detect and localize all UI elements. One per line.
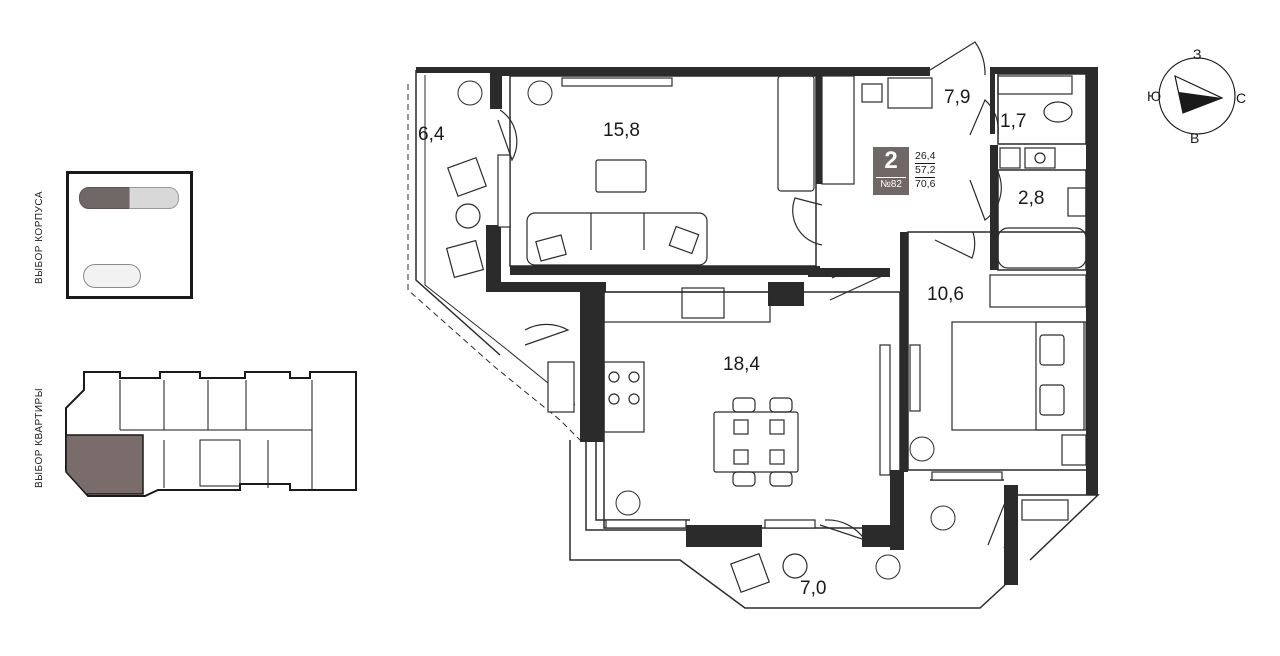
balcony-west [407,70,581,441]
total-area: 57,2 [915,164,936,178]
area-living-room: 15,8 [603,120,640,141]
room-count: 2 [884,147,898,174]
balcony-west-furniture [445,157,487,279]
apartment-number: №82 [876,177,906,192]
area-balcony-south: 7,0 [800,578,827,599]
total-with-balconies: 70,6 [915,178,936,190]
kitchen-furniture [603,287,799,487]
windows [497,77,1069,529]
walls [416,67,1098,585]
area-bathroom: 2,8 [1018,188,1045,209]
area-bedroom: 10,6 [927,284,964,305]
compass-north: С [1236,90,1247,106]
building-3-option[interactable] [83,264,141,288]
living-furniture [526,75,855,266]
compass-east: В [1190,130,1200,146]
compass-south: Ю [1147,88,1162,104]
selected-apartment[interactable] [65,434,144,495]
area-wc: 1,7 [1000,111,1027,132]
living-area: 26,4 [915,150,936,164]
doors [497,41,1010,549]
bath-furniture [861,75,1087,269]
plants [457,80,956,580]
balcony-south-furniture [730,553,808,593]
area-balcony-west: 6,4 [418,124,445,145]
compass-west: З [1193,46,1202,62]
bedroom-furniture [909,274,1087,466]
apartment-badge: 2 №82 [873,147,909,195]
floor-outline [65,371,357,497]
building-selector[interactable] [66,171,193,299]
building-2-option[interactable] [129,187,179,209]
area-kitchen: 18,4 [723,354,760,375]
apartment-areas: 26,4 57,2 70,6 [915,150,936,191]
area-hall: 7,9 [944,87,971,108]
